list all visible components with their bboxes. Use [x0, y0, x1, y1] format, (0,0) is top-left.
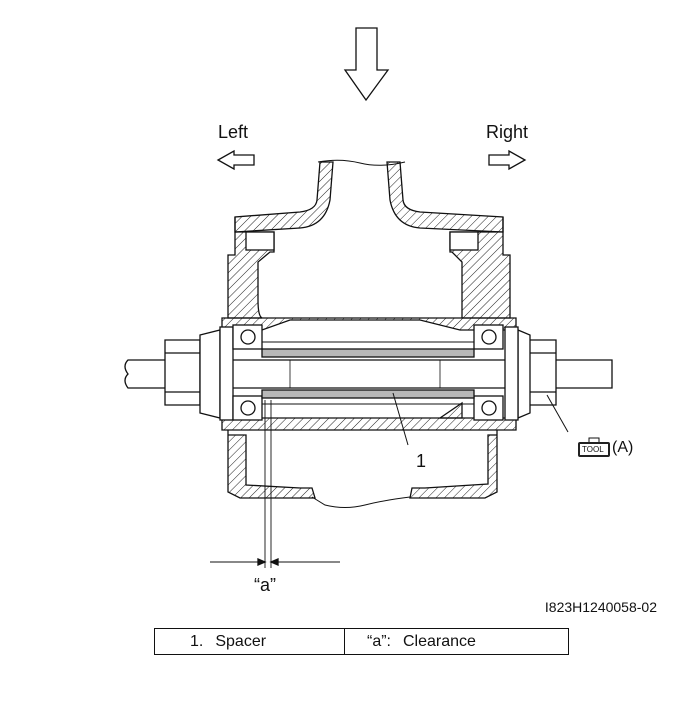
- legend-table: 1. Spacer “a”: Clearance: [154, 628, 569, 655]
- tool-leader-line: [546, 394, 569, 433]
- legend-item-clearance: “a”: Clearance: [345, 629, 476, 654]
- part-1-label: 1: [416, 451, 427, 471]
- right-arrow-icon: [488, 149, 527, 171]
- right-label: Right: [486, 122, 529, 142]
- legend-key: 1.: [190, 632, 204, 650]
- legend-text: Spacer: [215, 632, 267, 650]
- housing-neck: [234, 161, 334, 233]
- legend-key: “a”:: [367, 632, 391, 650]
- clearance-label: “a”: [254, 575, 276, 595]
- tool-badge-text: TOOL: [582, 445, 604, 454]
- clearance-dimension: [210, 400, 340, 568]
- left-label: Left: [218, 122, 249, 142]
- spacer-leader-line: [392, 392, 409, 446]
- housing-lower: [227, 430, 316, 499]
- press-direction-arrow-icon: [343, 27, 390, 102]
- bearings: [232, 324, 504, 421]
- left-arrow-icon: [216, 149, 255, 171]
- legend-item-spacer: 1. Spacer: [155, 629, 345, 654]
- tool-ref-label: (A): [612, 439, 634, 456]
- left-plate: [219, 326, 234, 421]
- right-plate: [504, 326, 519, 421]
- figure-code: I823H1240058-02: [544, 599, 657, 615]
- shaft: [124, 359, 613, 389]
- left-nut: [164, 339, 201, 406]
- legend-text: Clearance: [403, 632, 476, 650]
- tool-badge-icon: [578, 437, 610, 457]
- spacer: [261, 348, 475, 358]
